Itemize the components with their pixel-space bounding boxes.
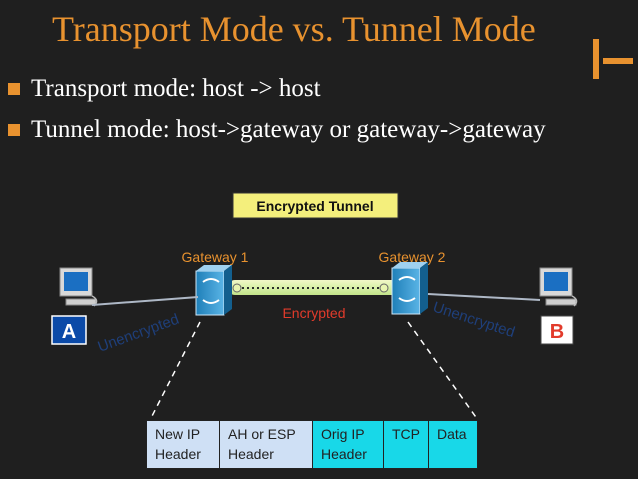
host-a-computer-icon: [59, 267, 98, 307]
bullet-item: Transport mode: host -> host: [8, 74, 546, 104]
packet-field-line: Header: [155, 446, 201, 462]
packet-field-line: AH or ESP: [228, 426, 296, 442]
packet-field-line: Header: [228, 446, 274, 462]
link-gateway-2-to-b: [427, 293, 541, 301]
packet-field-line: TCP: [392, 426, 420, 442]
packet-bracket-right: [407, 321, 479, 421]
title-accent-bar-thick: [593, 39, 599, 79]
host-b-label: B: [550, 321, 564, 343]
title-accent-bar-thin: [603, 58, 633, 64]
bullet-item: Tunnel mode: host->gateway or gateway->g…: [8, 115, 546, 145]
packet-field-line: Header: [321, 446, 367, 462]
slide-title: Transport Mode vs. Tunnel Mode: [52, 9, 536, 49]
encrypted-label: Encrypted: [282, 305, 345, 321]
packet-field-orig-ip-header: Orig IP Header: [312, 420, 383, 469]
tunnel-label: Encrypted Tunnel: [256, 198, 373, 214]
tunnel-label-box: [232, 192, 399, 219]
left-link-label: Unencrypted: [96, 311, 182, 356]
right-link-label: Unencrypted: [431, 299, 517, 341]
host-a-box: [51, 315, 87, 345]
packet-bracket-left: [149, 321, 201, 421]
link-a-to-gateway-1: [91, 296, 199, 306]
packet-field-line: Data: [437, 426, 467, 442]
bullet-square-icon: [8, 124, 20, 136]
gateway-2-label: Gateway 2: [379, 249, 446, 265]
packet-field-tcp: TCP: [383, 420, 428, 469]
packet-field-ah-esp-header: AH or ESP Header: [219, 420, 312, 469]
bullet-square-icon: [8, 83, 20, 95]
bullet-text: Tunnel mode: host->gateway or gateway->g…: [31, 116, 546, 143]
host-b-box: [540, 315, 574, 345]
gateway-1-router-icon: [195, 265, 232, 316]
encrypted-tunnel-pipe: [228, 280, 404, 295]
gateway-1-label: Gateway 1: [182, 249, 249, 265]
packet-field-line: Orig IP: [321, 426, 365, 442]
gateway-2-router-icon: [391, 262, 428, 315]
packet-field-new-ip-header: New IP Header: [146, 420, 219, 469]
tunnel-end-left-icon: [232, 283, 242, 293]
host-b-computer-icon: [539, 267, 578, 307]
packet-structure: New IP Header AH or ESP Header Orig IP H…: [146, 420, 478, 469]
bullet-text: Transport mode: host -> host: [31, 75, 321, 102]
packet-field-line: New IP: [155, 426, 201, 442]
packet-field-data: Data: [428, 420, 478, 469]
host-a-label: A: [62, 321, 76, 343]
bullet-list: Transport mode: host -> host Tunnel mode…: [8, 74, 546, 156]
tunnel-end-right-icon: [379, 283, 389, 293]
